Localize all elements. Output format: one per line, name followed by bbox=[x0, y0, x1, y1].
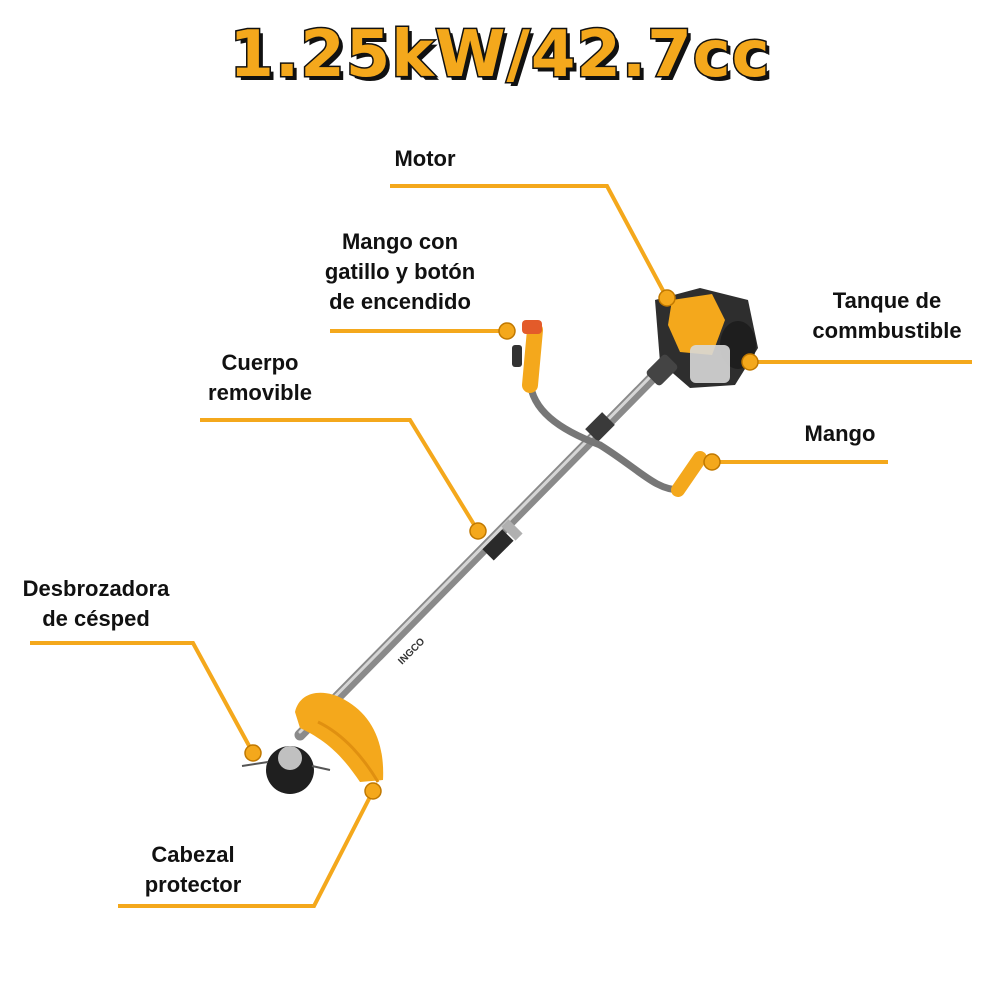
label-trimmer: Desbrozadora de césped bbox=[6, 574, 186, 634]
callout-dot-handle bbox=[703, 453, 721, 471]
label-guard: Cabezal protector bbox=[128, 840, 258, 900]
label-trigger-handle-line3: de encendido bbox=[329, 289, 471, 314]
callout-line-removable-body bbox=[200, 418, 480, 533]
callout-dot-fuel-tank bbox=[741, 353, 759, 371]
trimmer-line-1 bbox=[241, 761, 269, 767]
shaft-coupler-lower bbox=[482, 529, 514, 561]
trimmer-line-2 bbox=[311, 765, 331, 771]
engine-neck bbox=[646, 354, 678, 386]
guard-rim bbox=[317, 720, 380, 783]
trimmer-head-spool bbox=[278, 746, 302, 770]
callout-line-trimmer bbox=[30, 641, 255, 754]
label-fuel-tank: Tanque de commbustible bbox=[792, 286, 982, 346]
label-motor-text: Motor bbox=[394, 146, 456, 171]
label-fuel-tank-line2: commbustible bbox=[812, 318, 962, 343]
shaft-coupler-ring bbox=[501, 519, 523, 541]
trigger-switch bbox=[522, 320, 542, 334]
shaft-brand-print: INGCO bbox=[396, 636, 427, 667]
label-removable-body: Cuerpo removible bbox=[190, 348, 330, 408]
label-guard-line1: Cabezal bbox=[151, 842, 235, 867]
callout-dot-trimmer bbox=[244, 744, 262, 762]
label-trigger-handle-line1: Mango con bbox=[341, 229, 459, 254]
trigger-lever bbox=[512, 345, 522, 367]
label-motor: Motor bbox=[380, 144, 470, 174]
label-removable-body-line2: removible bbox=[208, 380, 312, 405]
spec-title: 1.25kW/42.7cc bbox=[228, 17, 771, 94]
callout-dot-guard bbox=[364, 782, 382, 800]
label-trimmer-line1: Desbrozadora bbox=[22, 576, 170, 601]
label-trimmer-line2: de césped bbox=[42, 606, 150, 631]
label-handle: Mango bbox=[790, 419, 890, 449]
label-guard-line2: protector bbox=[144, 872, 242, 897]
left-trigger-grip bbox=[522, 322, 543, 393]
label-removable-body-line1: Cuerpo bbox=[221, 350, 299, 375]
shaft-coupler-upper bbox=[585, 412, 615, 442]
handlebar-tube-right bbox=[596, 441, 684, 494]
label-trigger-handle-line2: gatillo y botón bbox=[324, 259, 476, 284]
callout-line-motor bbox=[390, 184, 669, 299]
label-handle-text: Mango bbox=[804, 421, 876, 446]
engine-tank bbox=[690, 345, 730, 383]
label-fuel-tank-line1: Tanque de bbox=[832, 288, 942, 313]
right-grip bbox=[671, 451, 707, 497]
label-trigger-handle: Mango con gatillo y botón de encendido bbox=[300, 227, 500, 317]
callout-line-guard bbox=[118, 790, 375, 908]
callout-dot-trigger-handle bbox=[498, 322, 516, 340]
callout-dot-motor bbox=[658, 289, 676, 307]
callout-dot-removable-body bbox=[469, 522, 487, 540]
engine-cover bbox=[668, 294, 725, 355]
